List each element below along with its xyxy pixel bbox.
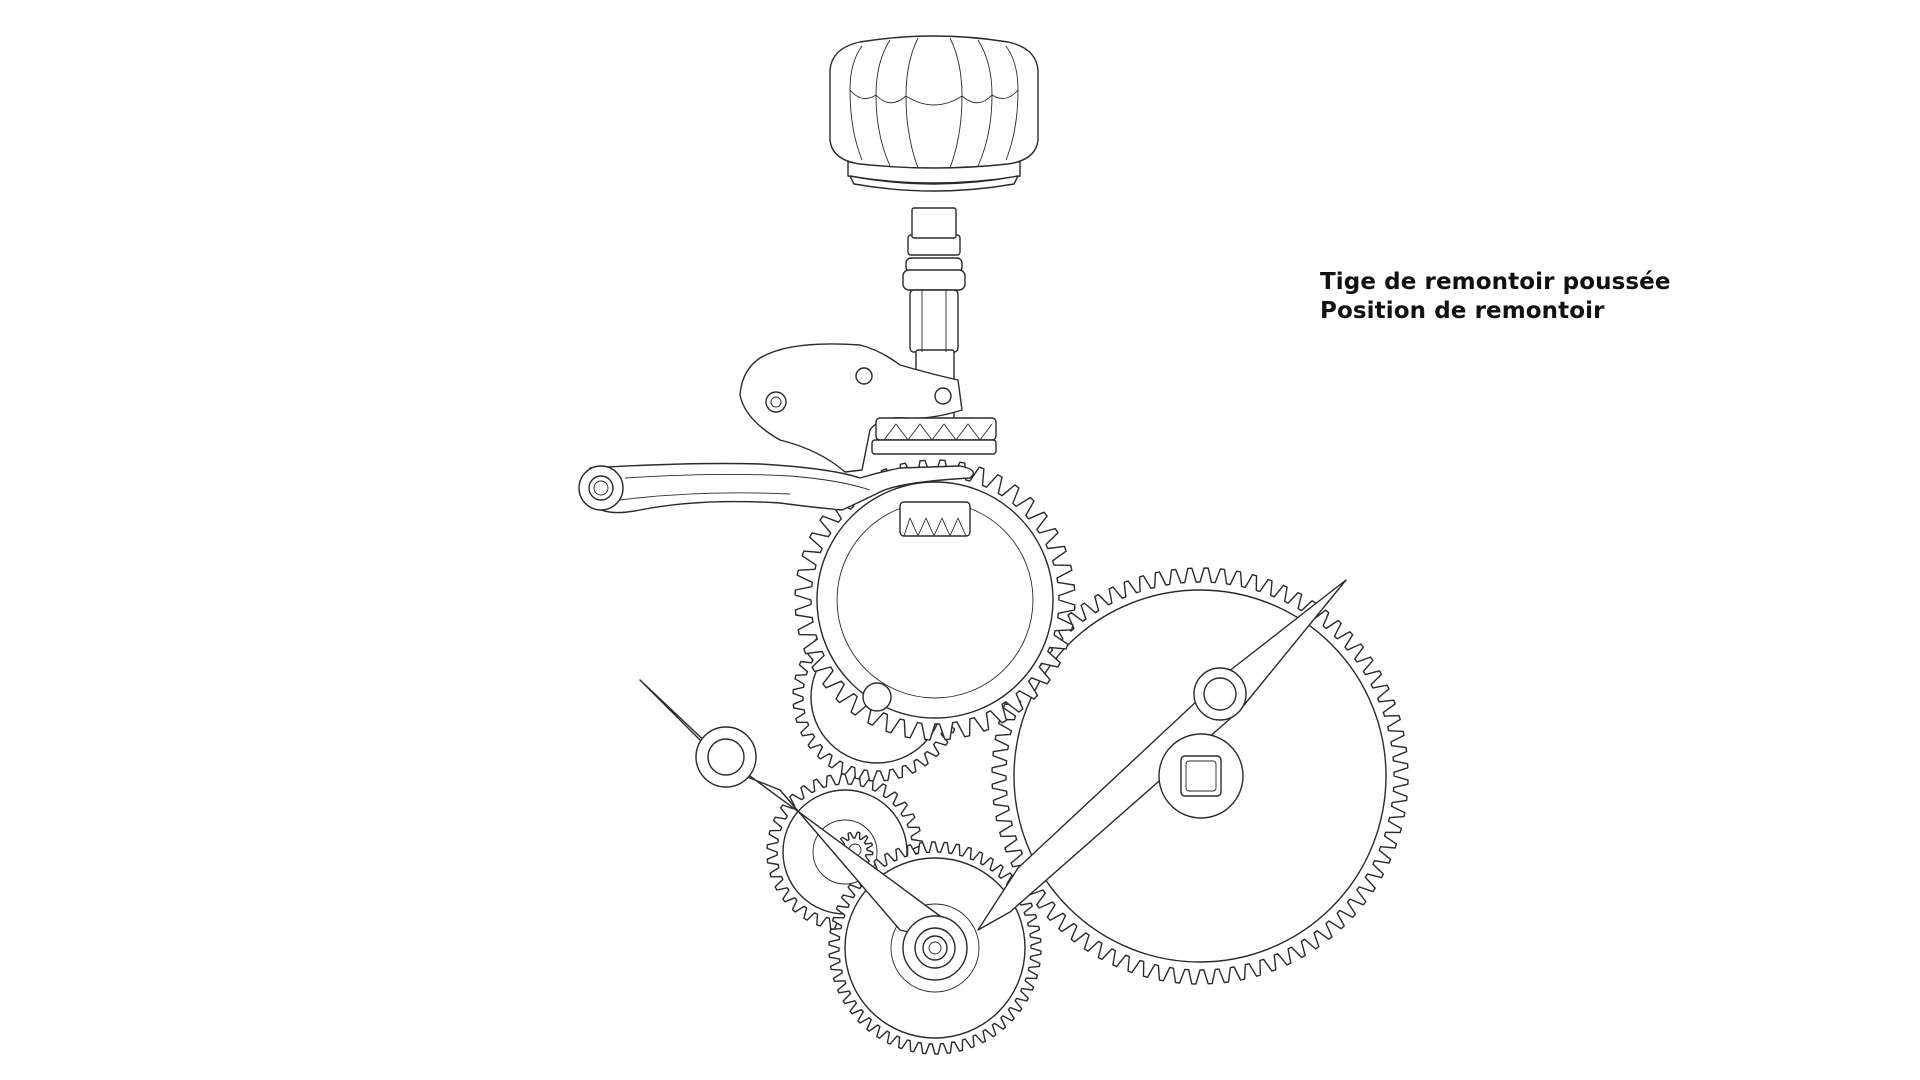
sliding-pinion bbox=[871, 417, 997, 455]
caption: Tige de remontoir poussée Position de re… bbox=[1320, 268, 1671, 326]
caption-line-1: Tige de remontoir poussée bbox=[1320, 269, 1671, 295]
caption-line-2: Position de remontoir bbox=[1320, 298, 1605, 324]
square-arbor bbox=[1158, 733, 1244, 819]
cannon-pinion bbox=[902, 915, 968, 981]
hour-hand bbox=[977, 579, 1347, 931]
setting-lever bbox=[739, 343, 963, 473]
winding-pinion bbox=[899, 501, 971, 537]
wheel-hole bbox=[862, 682, 892, 712]
yoke-arm bbox=[578, 462, 974, 514]
crown-wheel bbox=[794, 459, 1076, 741]
